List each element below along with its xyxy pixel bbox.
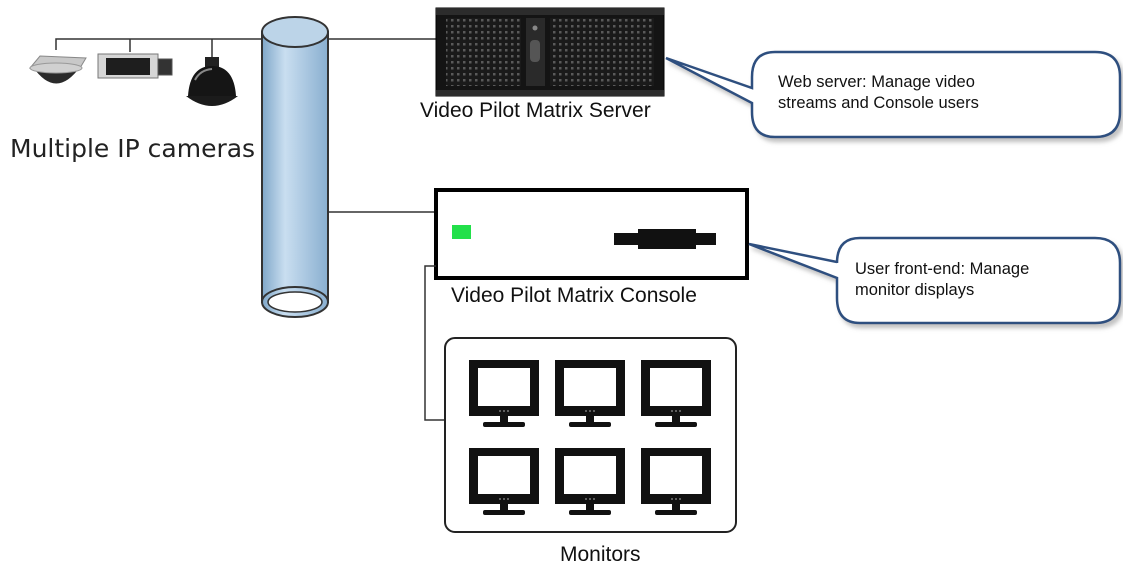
ptz-camera-icon — [186, 57, 238, 106]
callout-web-server — [665, 50, 1122, 139]
web-server-line-2: streams and Console users — [778, 94, 979, 112]
server-icon — [435, 7, 665, 97]
user-frontend-line-2: monitor displays — [855, 281, 975, 299]
monitor-icon — [555, 360, 625, 427]
usb-stick-icon — [614, 229, 716, 249]
network-pipe — [261, 16, 329, 318]
callout-user-frontend — [748, 236, 1122, 325]
monitor-icon — [641, 360, 711, 427]
server-label: Video Pilot Matrix Server — [420, 99, 651, 122]
web-server-line-1: Web server: Manage video — [778, 73, 975, 91]
monitor-grid — [469, 360, 711, 515]
user-frontend-callout-text: User front-end: Manage monitor displays — [855, 259, 1115, 301]
status-led — [452, 225, 471, 239]
monitors-label: Monitors — [560, 543, 641, 566]
console-label: Video Pilot Matrix Console — [451, 284, 697, 307]
monitor-icon — [641, 448, 711, 515]
monitor-connector — [424, 265, 445, 421]
monitor-icon — [555, 448, 625, 515]
console-icon — [434, 188, 749, 280]
dome-camera-icon — [28, 55, 87, 84]
web-server-callout-text: Web server: Manage video streams and Con… — [778, 72, 1108, 114]
monitor-icon — [469, 448, 539, 515]
cameras-label: Multiple IP cameras — [10, 134, 256, 163]
monitor-icon — [469, 360, 539, 427]
camera-connectors — [55, 38, 270, 58]
user-frontend-line-1: User front-end: Manage — [855, 260, 1030, 278]
box-camera-icon — [97, 53, 173, 79]
